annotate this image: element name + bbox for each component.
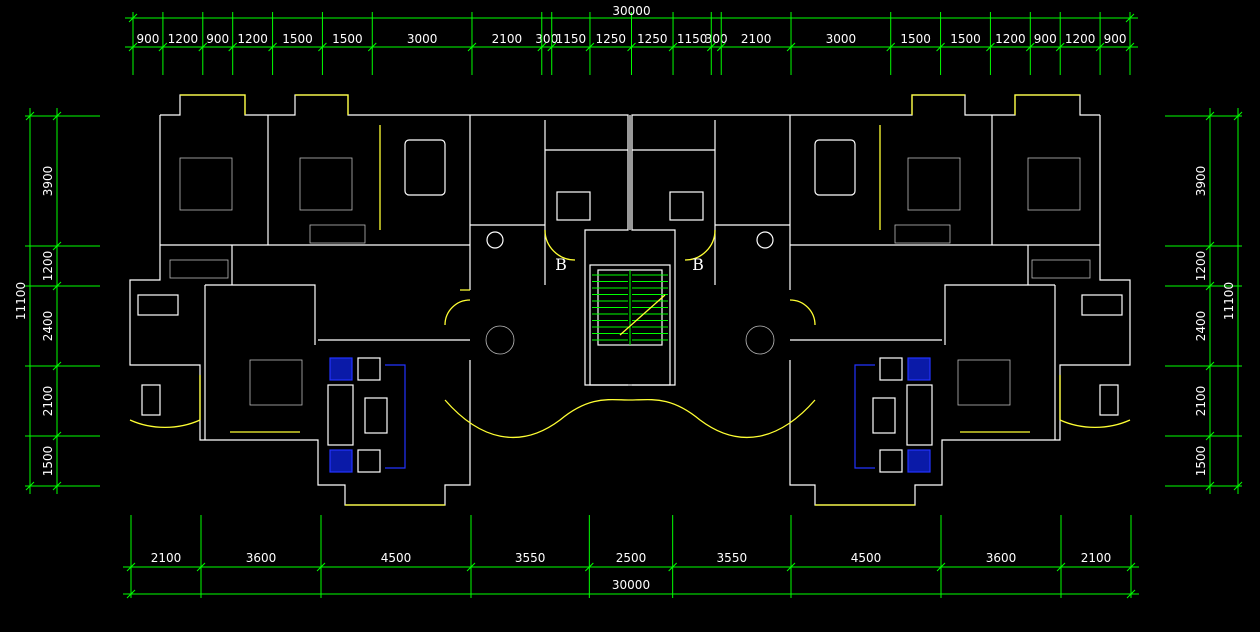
- dimension-label: 300: [535, 32, 558, 46]
- dimension-label: 4500: [851, 551, 882, 565]
- dimension-label: 900: [137, 32, 160, 46]
- dimension-label: 1500: [41, 446, 55, 477]
- dimension-label: 1200: [1065, 32, 1096, 46]
- dimension-label: 2100: [41, 386, 55, 417]
- dimension-label: 1500: [950, 32, 981, 46]
- stair-treads: [592, 270, 668, 345]
- dimension-label: 2100: [741, 32, 772, 46]
- dimension-label: 1150: [556, 32, 587, 46]
- dimension-label: 900: [1104, 32, 1127, 46]
- dimension-label: 3000: [407, 32, 438, 46]
- dimension-label: 2100: [1194, 386, 1208, 417]
- dimension-label: 1200: [1194, 251, 1208, 282]
- dimension-label: 1200: [41, 251, 55, 282]
- dimension-label: 3600: [246, 551, 277, 565]
- stair-label-right: B: [692, 255, 704, 274]
- dimension-label: 3900: [1194, 166, 1208, 197]
- dimension-label: 3000: [826, 32, 857, 46]
- dimension-label: 2400: [41, 311, 55, 342]
- dimension-label: 1200: [995, 32, 1026, 46]
- dimension-label: 2400: [1194, 311, 1208, 342]
- dimension-label: 900: [206, 32, 229, 46]
- dimension-total-label: 30000: [612, 4, 650, 18]
- right-dimension-chain: 3900 1200 2400 2100 1500 11100: [1165, 108, 1243, 494]
- dimension-label: 1500: [332, 32, 363, 46]
- dimension-label: 900: [1034, 32, 1057, 46]
- dimension-label: 1200: [237, 32, 268, 46]
- dimension-label: 1500: [900, 32, 931, 46]
- dimension-total-label: 30000: [612, 578, 650, 592]
- dimension-label: 1500: [1194, 446, 1208, 477]
- dimension-label: 3550: [717, 551, 748, 565]
- dimension-label: 4500: [381, 551, 412, 565]
- window-balcony-lines: [129, 94, 1131, 506]
- left-dimension-chain: 3900 1200 2400 2100 1500 11100: [14, 108, 100, 494]
- dimension-label: 1500: [282, 32, 313, 46]
- dimension-label: 1250: [637, 32, 668, 46]
- dimension-label: 3600: [986, 551, 1017, 565]
- dimension-label: 300: [705, 32, 728, 46]
- dimension-label: 2500: [616, 551, 647, 565]
- dimension-label: 1150: [677, 32, 708, 46]
- dimension-label: 3900: [41, 166, 55, 197]
- bedroom-furniture: [137, 139, 1123, 416]
- bottom-dimension-chain: 2100 3600 4500 3550 2500 3550 4500 3600 2100 3000…: [123, 515, 1139, 599]
- dimension-label: 3550: [515, 551, 546, 565]
- dimension-label: 2100: [492, 32, 523, 46]
- dimension-label: 1200: [168, 32, 199, 46]
- dimension-total-label: 11100: [14, 282, 28, 320]
- stair-label-left: B: [555, 255, 567, 274]
- dimension-label: 1250: [595, 32, 626, 46]
- dimension-label: 2100: [1081, 551, 1112, 565]
- dimension-total-label: 11100: [1222, 282, 1236, 320]
- living-room-furniture: [327, 357, 933, 473]
- dimension-label: 2100: [151, 551, 182, 565]
